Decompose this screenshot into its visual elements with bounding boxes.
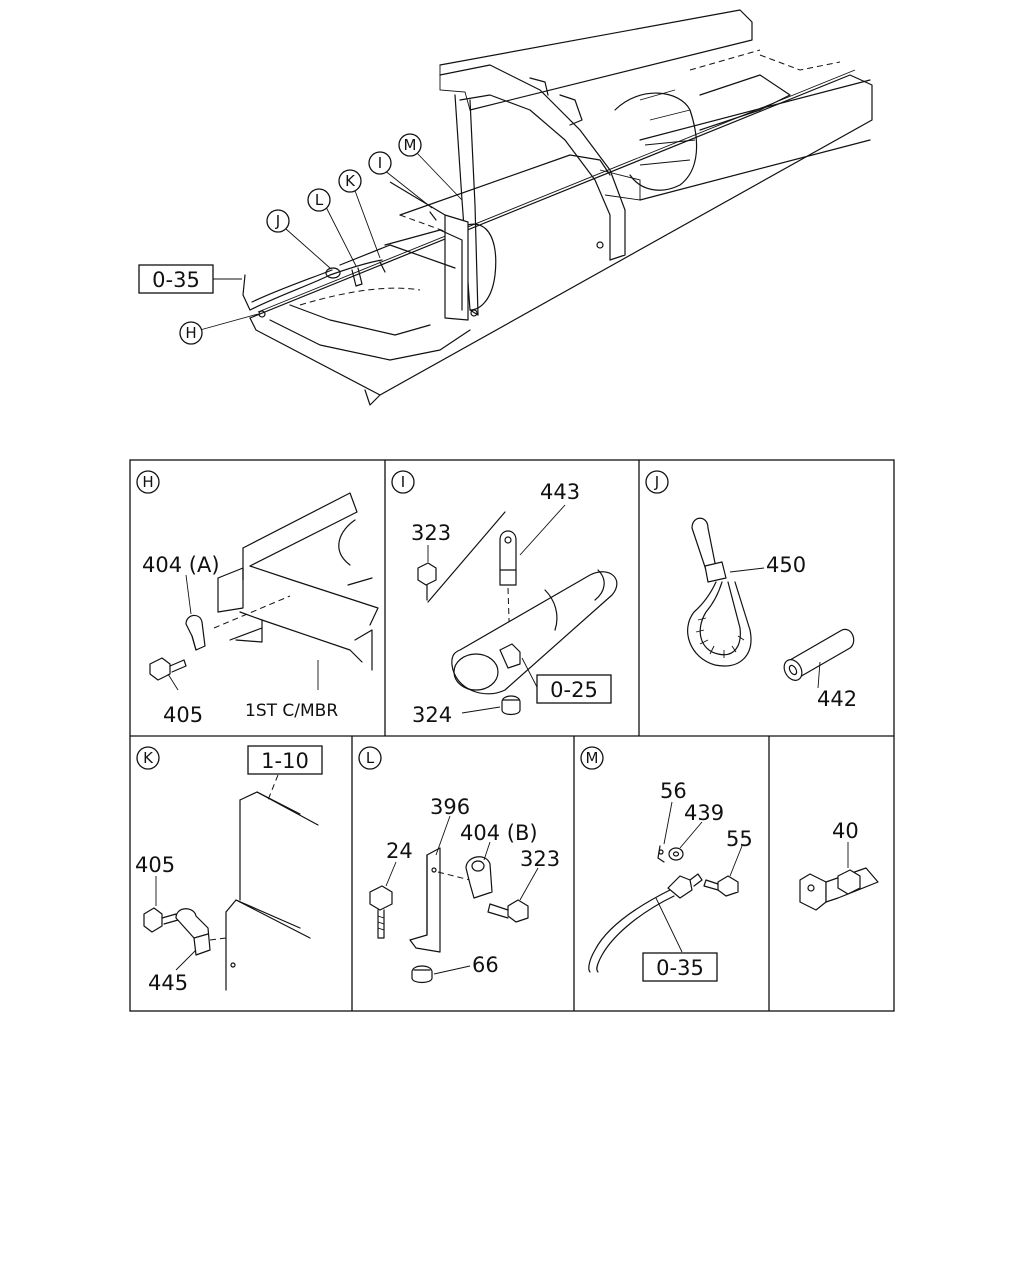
panel-k: K 1-10 405 445 bbox=[135, 745, 323, 995]
overview-callout-l-label: L bbox=[315, 191, 324, 209]
overview-callout-j-label: J bbox=[275, 212, 280, 230]
panel-k-ref-box: 1-10 bbox=[261, 749, 309, 773]
panel-l-letter: L bbox=[366, 749, 375, 767]
overview-callout-h: H bbox=[179, 321, 203, 345]
panel-l-part-396: 396 bbox=[430, 795, 470, 819]
panel-i-part-443: 443 bbox=[540, 480, 580, 504]
panel-h-part-404a: 404 (A) bbox=[142, 553, 220, 577]
panel-m-ref-box: 0-35 bbox=[656, 956, 704, 980]
overview-callout-k-label: K bbox=[345, 172, 356, 190]
overview-callout-m-label: M bbox=[404, 136, 417, 154]
overview-callout-l: L bbox=[307, 188, 331, 212]
panel-n: 40 bbox=[799, 819, 879, 911]
overview-callout-i-label: I bbox=[378, 154, 382, 172]
panel-m-part-56: 56 bbox=[660, 779, 687, 803]
panel-h: H 404 (A) 405 1ST C/MBR bbox=[136, 470, 379, 727]
panel-j-letter: J bbox=[654, 473, 659, 491]
panel-l-part-404b: 404 (B) bbox=[460, 821, 538, 845]
panel-l-part-323: 323 bbox=[520, 847, 560, 871]
panel-h-letter: H bbox=[142, 473, 153, 491]
overview-callout-m: M bbox=[398, 133, 422, 157]
overview-ref-box: 0-35 bbox=[138, 264, 214, 294]
panel-h-part-405: 405 bbox=[163, 703, 203, 727]
panel-l: L 396 404 (B) 24 323 66 bbox=[358, 746, 560, 984]
panel-i-letter: I bbox=[401, 473, 405, 491]
overview-ref-box-label: 0-35 bbox=[152, 268, 200, 292]
overview-callout-h-label: H bbox=[185, 324, 196, 342]
panel-m-part-439: 439 bbox=[684, 801, 724, 825]
panel-k-letter: K bbox=[143, 749, 154, 767]
overview-callout-k: K bbox=[338, 169, 362, 193]
overview-callout-i: I bbox=[368, 151, 392, 175]
panel-m-letter: M bbox=[586, 749, 599, 767]
panel-n-part-40: 40 bbox=[832, 819, 859, 843]
panel-k-part-405: 405 bbox=[135, 853, 175, 877]
panel-j: J 450 442 bbox=[645, 470, 857, 711]
panel-k-part-445: 445 bbox=[148, 971, 188, 995]
panel-m-part-55: 55 bbox=[726, 827, 753, 851]
panel-l-part-66: 66 bbox=[472, 953, 499, 977]
chassis-overview: J L K I M H 0-35 bbox=[138, 9, 873, 406]
panel-i-part-324: 324 bbox=[412, 703, 452, 727]
overview-callout-j: J bbox=[266, 209, 290, 233]
panel-i-ref-box: 0-25 bbox=[550, 678, 598, 702]
panel-j-part-442: 442 bbox=[817, 687, 857, 711]
panel-j-part-450: 450 bbox=[766, 553, 806, 577]
detail-panel-grid bbox=[129, 459, 895, 1012]
panel-m: M 56 439 55 0-35 bbox=[580, 746, 753, 982]
panel-l-part-24: 24 bbox=[386, 839, 413, 863]
panel-i: I 323 443 324 0-25 bbox=[391, 470, 618, 727]
panel-h-note: 1ST C/MBR bbox=[245, 701, 338, 721]
panel-i-part-323: 323 bbox=[411, 521, 451, 545]
